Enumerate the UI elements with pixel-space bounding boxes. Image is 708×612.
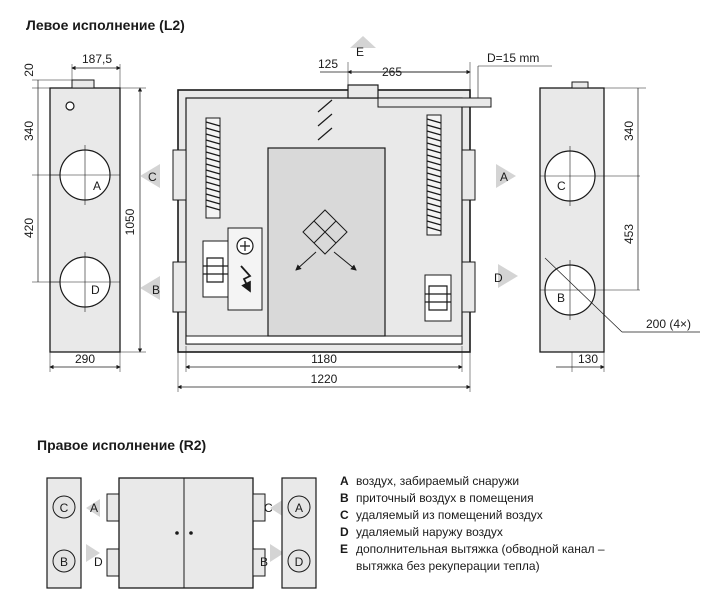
legend-item-e-continued: вытяжка без рекуперации тепла) [356, 559, 540, 573]
dim-187-5: 187,5 [82, 52, 112, 66]
heading-right-version: Правое исполнение (R2) [37, 437, 207, 453]
dim-453: 453 [622, 224, 636, 244]
dim-drain: D=15 mm [487, 51, 539, 65]
right-side-view: C B 200 (4×) 340 453 130 [539, 81, 700, 372]
port-b-label: B [152, 283, 160, 297]
legend-item-a: A воздух, забираемый снаружи [340, 474, 520, 488]
flow-arrow-d [498, 264, 518, 288]
dim-1180: 1180 [311, 352, 337, 366]
dim-1050: 1050 [123, 208, 137, 235]
dim-130: 130 [578, 352, 598, 366]
right-view-port-b-label: B [557, 291, 565, 305]
port-c-label: C [148, 170, 157, 184]
dim-420: 420 [22, 218, 36, 238]
legend-item-b: B приточный воздух в помещения [340, 491, 534, 505]
port-a-label: A [500, 170, 508, 184]
drain-hole-icon [65, 101, 75, 111]
left-view-port-a-label: A [93, 179, 101, 193]
flow-arrow-a [496, 164, 516, 188]
flow-arrow-e [350, 36, 376, 48]
r2-right-a-label: A [295, 501, 303, 515]
r2-left-b-label: B [60, 555, 68, 569]
fan-d-icon [425, 285, 451, 311]
legend-item-c: C удаляемый из помещений воздух [340, 508, 543, 522]
legend: A воздух, забираемый снаружи B приточный… [340, 473, 605, 575]
main-front-view: C B A D E 125 265 D=15 mm 1180 1220 [140, 36, 552, 392]
dim-200-4x: 200 (4×) [646, 317, 691, 331]
fan-b-icon [203, 257, 228, 283]
dim-1220: 1220 [311, 372, 338, 386]
r2-a-label-left: A [90, 501, 98, 515]
left-side-view: A D 20 340 420 187,5 1050 290 [22, 52, 146, 372]
r2-c-label-right: C [264, 501, 273, 515]
dim-20: 20 [22, 63, 36, 77]
right-view-port-c-label: C [557, 179, 566, 193]
r2-row: C B A D C B A D [46, 477, 317, 589]
electric-hazard-icon [240, 265, 252, 293]
dim-125: 125 [318, 57, 338, 71]
port-e-label: E [356, 45, 364, 59]
heading-left-version: Левое исполнение (L2) [26, 17, 185, 33]
heat-exchanger-icon [302, 209, 348, 255]
r2-b-label-right: B [260, 555, 268, 569]
r2-d-label-left: D [94, 555, 103, 569]
legend-item-d: D удаляемый наружу воздух [340, 525, 503, 539]
r2-right-d-label: D [295, 555, 304, 569]
r2-left-c-label: C [60, 501, 69, 515]
dim-265: 265 [382, 65, 402, 79]
port-d-label: D [494, 271, 503, 285]
dim-340-right: 340 [622, 121, 636, 141]
dim-340-left: 340 [22, 121, 36, 141]
legend-item-e: E дополнительная вытяжка (обводной канал… [340, 542, 605, 556]
left-view-port-d-label: D [91, 283, 100, 297]
flow-arrow-b [140, 276, 160, 300]
flow-arrow-c [140, 164, 160, 188]
dim-290: 290 [75, 352, 95, 366]
